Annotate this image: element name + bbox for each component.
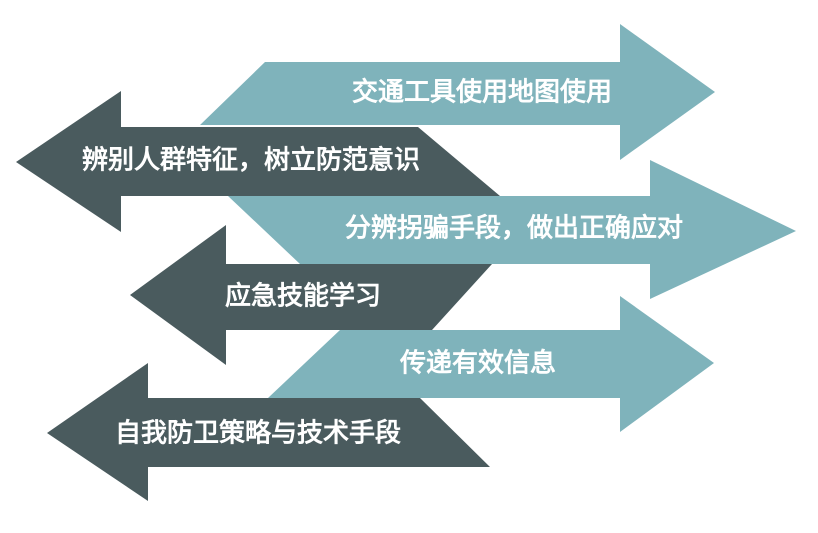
arrow-0-shape [200, 24, 715, 160]
arrow-0-label: 交通工具使用地图使用 [352, 77, 612, 108]
arrow-5: 自我防卫策略与技术手段 [47, 363, 490, 501]
arrow-1: 辨别人群特征，树立防范意识 [16, 91, 500, 232]
arrow-3-label: 应急技能学习 [225, 281, 381, 312]
arrow-1-shape [16, 91, 500, 232]
arrow-2: 分辨拐骗手段，做出正确应对 [228, 160, 796, 299]
arrow-2-label: 分辨拐骗手段，做出正确应对 [345, 213, 683, 244]
arrow-4-label: 传递有效信息 [399, 348, 556, 379]
arrow-5-label: 自我防卫策略与技术手段 [115, 418, 401, 449]
arrow-0: 交通工具使用地图使用 [200, 24, 715, 160]
arrow-1-label: 辨别人群特征，树立防范意识 [82, 145, 420, 176]
arrow-5-shape [47, 363, 490, 501]
arrow-2-shape [228, 160, 796, 299]
